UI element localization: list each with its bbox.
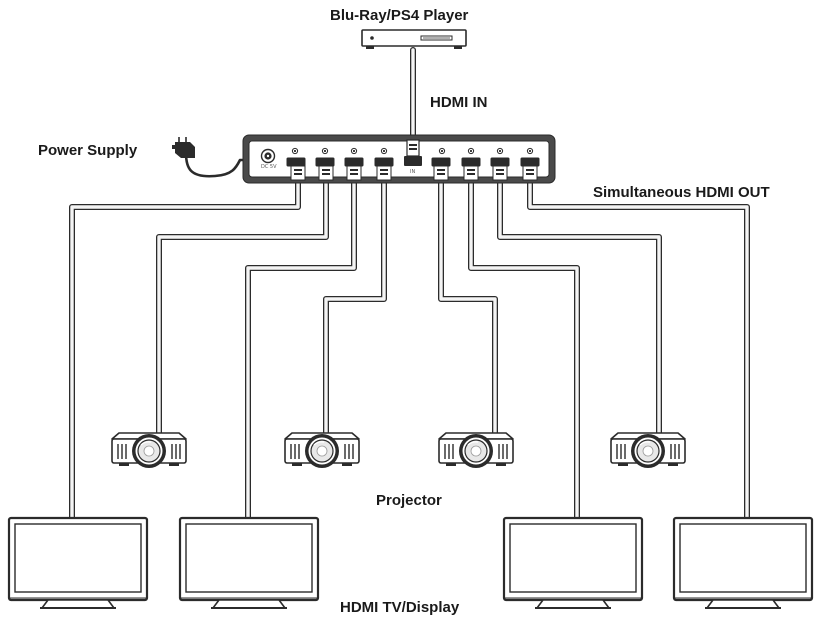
- hdmi-in-label: HDMI IN: [430, 94, 488, 111]
- cable-out-1: [69, 180, 301, 521]
- projector-1: [111, 432, 187, 469]
- power-supply-label: Power Supply: [38, 142, 138, 159]
- projector-3: [438, 432, 514, 469]
- display-3: [502, 516, 644, 610]
- projector-label: Projector: [376, 492, 442, 509]
- display-label: HDMI TV/Display: [340, 599, 460, 616]
- cable-out-6: [468, 180, 580, 521]
- power-supply-wire: [184, 151, 264, 178]
- source-label: Blu-Ray/PS4 Player: [330, 7, 469, 24]
- hdmi-out-label: Simultaneous HDMI OUT: [593, 184, 770, 201]
- hdmi-output-ports: [286, 157, 540, 181]
- power-adapter-icon: [172, 137, 195, 158]
- display-4: [672, 516, 814, 610]
- display-2: [178, 516, 320, 610]
- hdmi-cables: [69, 47, 750, 521]
- display-1: [7, 516, 149, 610]
- cable-out-2: [156, 180, 329, 436]
- cable-out-8: [527, 180, 750, 521]
- hdmi-splitter-device: [242, 134, 556, 184]
- projector-2: [284, 432, 360, 469]
- power-jack-label: DC 5V: [261, 164, 277, 170]
- cable-out-3: [245, 180, 357, 521]
- bluray-player-device: [361, 29, 467, 49]
- projector-4: [610, 432, 686, 469]
- hdmi-input-port: [404, 139, 422, 166]
- input-port-label: IN: [410, 169, 416, 175]
